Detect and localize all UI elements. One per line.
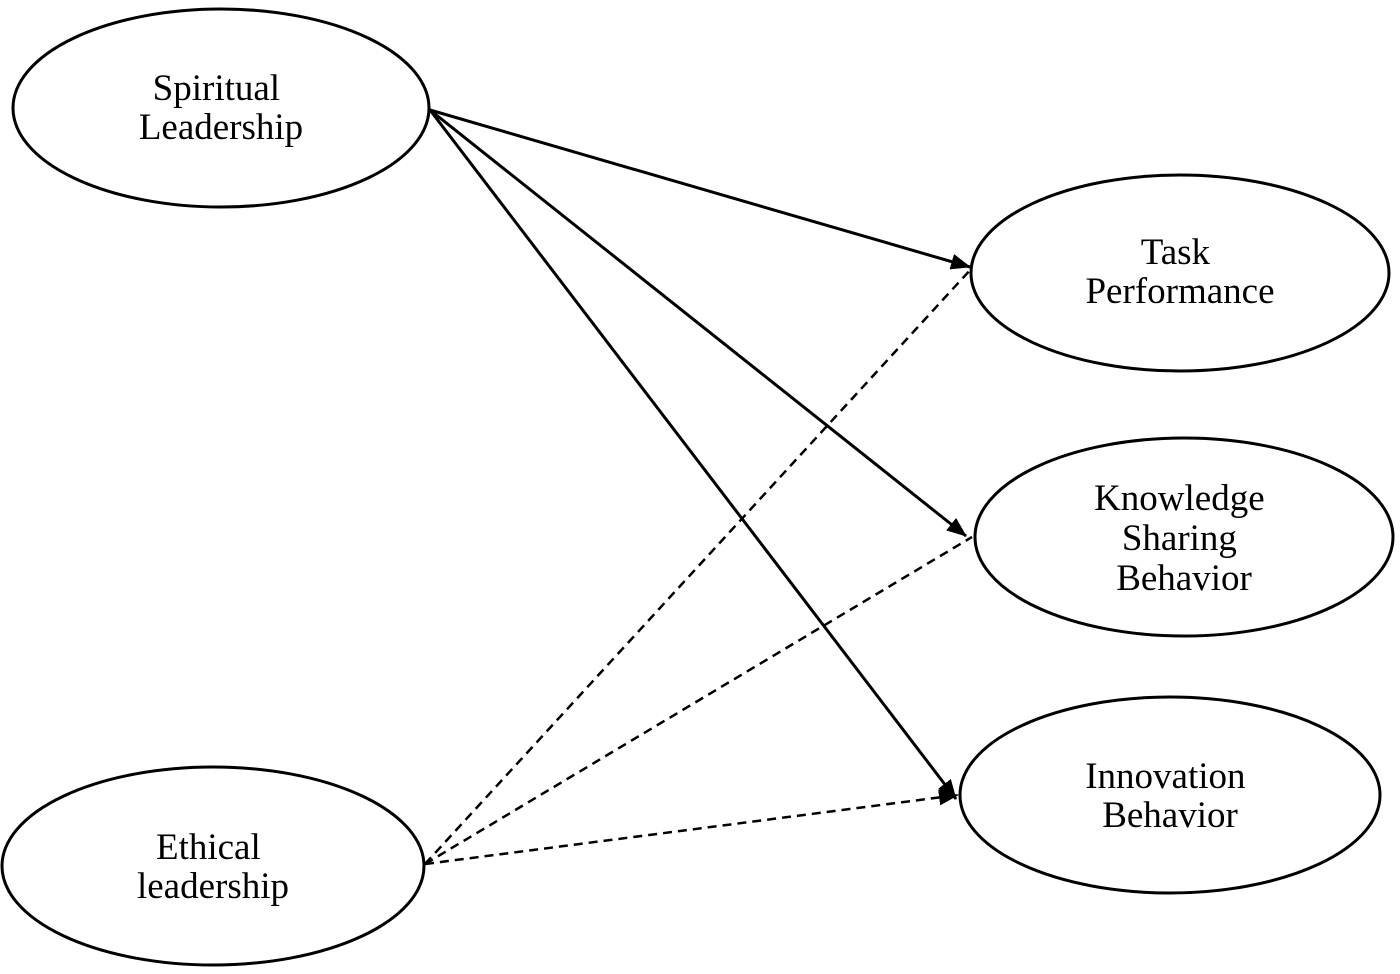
edge-spiritual-to-task xyxy=(429,108,971,270)
node-task-performance-line-1: Task xyxy=(1141,232,1211,273)
node-ethical-leadership-label: Ethical leadership xyxy=(137,827,289,907)
node-knowledge-sharing-behavior-line-3: Behavior xyxy=(1116,558,1252,599)
node-task-performance-line-2: Performance xyxy=(1085,271,1274,312)
node-innovation-behavior-ellipse xyxy=(958,695,1382,895)
node-spiritual-leadership: Spiritual Leadership xyxy=(11,7,431,209)
edge-ethical-to-task xyxy=(424,267,973,865)
node-spiritual-leadership-line-1: Spiritual xyxy=(153,68,280,109)
edge-ethical-to-innovation xyxy=(424,789,959,866)
node-spiritual-leadership-ellipse xyxy=(11,7,431,209)
node-task-performance: Task Performance xyxy=(969,173,1391,373)
node-ethical-leadership-line-1: Ethical xyxy=(156,827,261,868)
edges-group xyxy=(424,108,973,866)
node-spiritual-leadership-line-2: Leadership xyxy=(139,107,303,148)
edge-ethical-to-knowledge xyxy=(424,535,973,866)
node-knowledge-sharing-behavior-label: Knowledge Sharing Behavior xyxy=(1094,478,1274,599)
node-spiritual-leadership-label: Spiritual Leadership xyxy=(139,68,303,148)
node-innovation-behavior-line-1: Innovation xyxy=(1085,756,1245,797)
node-knowledge-sharing-behavior-line-1: Knowledge xyxy=(1094,478,1265,519)
edge-spiritual-to-knowledge xyxy=(429,108,967,538)
node-innovation-behavior: Innovation Behavior xyxy=(958,695,1382,895)
node-knowledge-sharing-behavior-line-2: Sharing xyxy=(1122,518,1237,559)
node-ethical-leadership: Ethical leadership xyxy=(0,765,426,967)
edge-spiritual-to-innovation xyxy=(428,109,958,800)
node-knowledge-sharing-behavior-ellipse xyxy=(973,436,1395,638)
node-innovation-behavior-line-2: Behavior xyxy=(1102,795,1238,836)
node-ethical-leadership-ellipse xyxy=(0,765,426,967)
node-knowledge-sharing-behavior: Knowledge Sharing Behavior xyxy=(973,436,1395,638)
node-task-performance-label: Task Performance xyxy=(1085,232,1274,312)
node-innovation-behavior-label: Innovation Behavior xyxy=(1085,756,1255,836)
node-ethical-leadership-line-2: leadership xyxy=(137,866,289,907)
node-task-performance-ellipse xyxy=(969,173,1391,373)
